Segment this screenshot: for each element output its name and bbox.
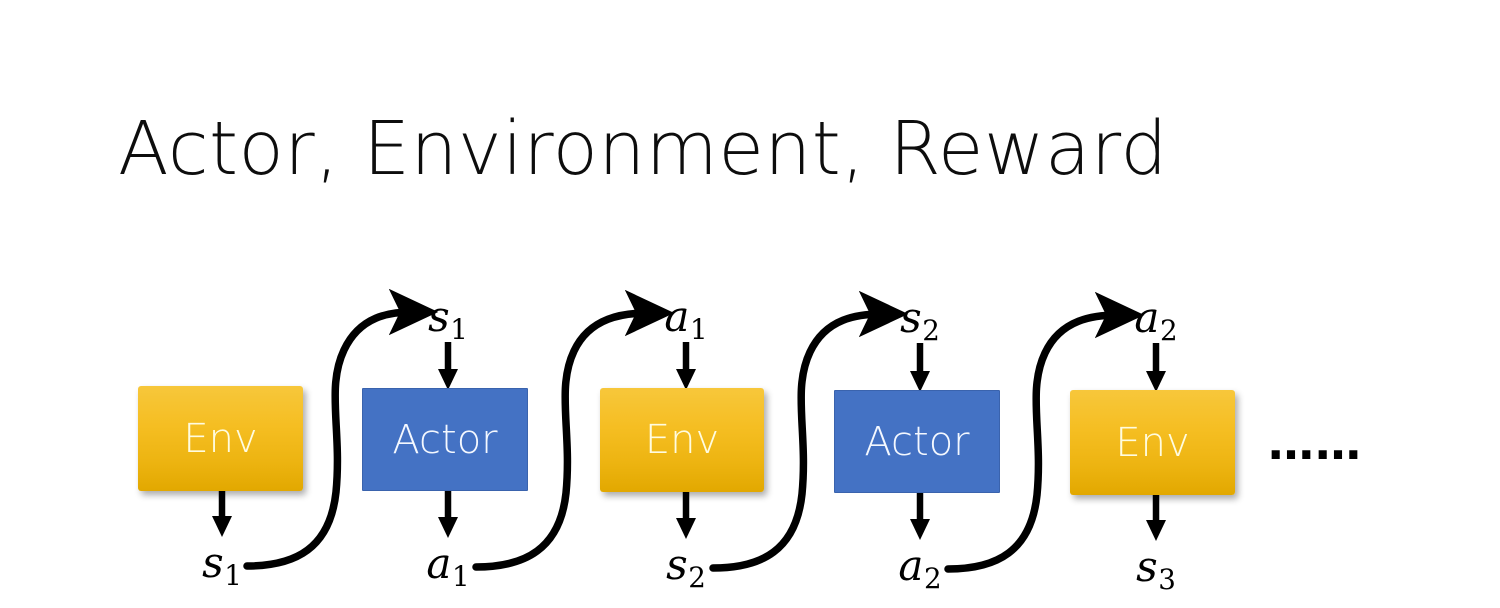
symbol: s [900, 293, 922, 342]
node-label: Actor [864, 418, 970, 465]
label-top-action-a1: a1 [664, 296, 708, 346]
down-arrow-env2-to-s2 [676, 492, 696, 539]
subscript: 3 [1158, 562, 1176, 596]
label-top-state-s1: s1 [428, 296, 468, 346]
node-label: Env [644, 417, 720, 463]
node-box-env-3[interactable]: Env [1070, 390, 1235, 495]
node-label: Env [1115, 419, 1190, 466]
node-label: Actor [392, 416, 498, 463]
down-arrow-a1-to-env2 [676, 342, 696, 390]
down-arrow-a2-to-env3 [1146, 343, 1166, 392]
node-box-env-1[interactable]: Env [138, 386, 303, 491]
symbol: s [428, 292, 450, 341]
label-bottom-action-a1: a1 [426, 543, 470, 593]
node-box-actor-1[interactable]: Actor [362, 388, 528, 491]
label-top-action-a2: a2 [1134, 297, 1178, 347]
node-label: Env [183, 415, 258, 462]
symbol: s [1136, 542, 1158, 591]
down-arrow-actor2-to-a2 [910, 493, 930, 540]
down-arrow-env1-to-s1 [212, 491, 232, 537]
down-arrow-s2-to-actor2 [910, 343, 930, 392]
subscript: 2 [688, 560, 706, 594]
subscript: 2 [923, 561, 942, 595]
label-bottom-state-s2: s2 [666, 544, 706, 594]
label-bottom-action-a2: a2 [898, 545, 942, 595]
symbol: a [426, 539, 452, 588]
subscript: 1 [224, 558, 242, 592]
down-arrow-s1-to-actor1 [438, 342, 458, 390]
label-bottom-state-s3: s3 [1136, 546, 1176, 596]
ellipsis-continuation: …… [1268, 416, 1362, 470]
label-bottom-state-s1: s1 [202, 542, 242, 592]
subscript: 2 [922, 313, 940, 347]
subscript: 1 [450, 312, 468, 346]
node-box-actor-2[interactable]: Actor [834, 390, 1000, 493]
subscript: 1 [689, 312, 708, 346]
symbol: s [666, 540, 688, 589]
symbol: a [898, 541, 924, 590]
page-title: Actor, Environment, Reward [118, 106, 1168, 192]
symbol: s [202, 538, 224, 587]
down-arrow-actor1-to-a1 [438, 491, 458, 538]
symbol: a [1134, 293, 1160, 342]
subscript: 2 [1159, 313, 1178, 347]
symbol: a [664, 292, 690, 341]
label-top-state-s2: s2 [900, 297, 940, 347]
node-box-env-2[interactable]: Env [600, 388, 764, 492]
subscript: 1 [451, 559, 470, 593]
down-arrow-env3-to-s3 [1146, 495, 1166, 541]
